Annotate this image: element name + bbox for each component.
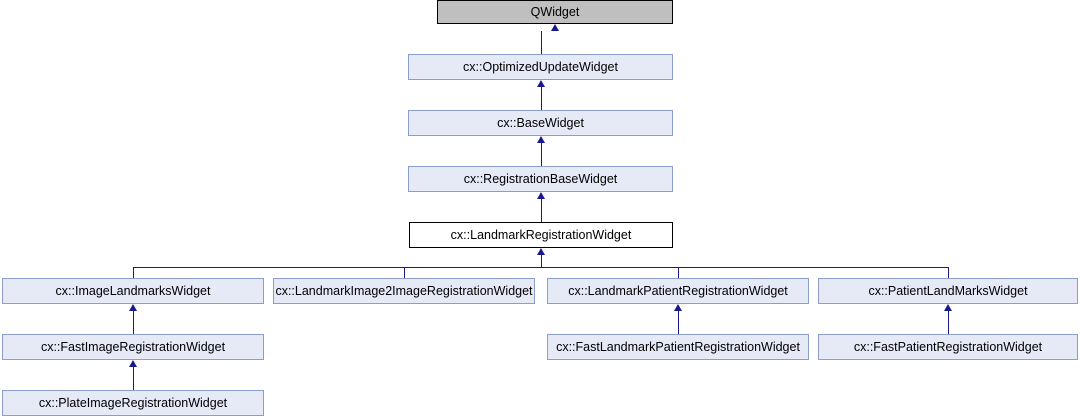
class-node-label: cx::LandmarkPatientRegistrationWidget — [568, 283, 788, 298]
class-node-patientlandmarkswidget[interactable]: cx::PatientLandMarksWidget — [818, 278, 1078, 304]
inheritance-arrow-icon — [674, 304, 682, 311]
class-node-label: cx::PatientLandMarksWidget — [868, 283, 1028, 298]
inheritance-arrow-icon — [537, 136, 545, 143]
class-node-registrationbasewidget[interactable]: cx::RegistrationBaseWidget — [408, 166, 673, 192]
class-node-optimizedupdatewidget[interactable]: cx::OptimizedUpdateWidget — [408, 54, 673, 80]
inheritance-arrow-icon — [551, 24, 559, 31]
inheritance-connector-line — [948, 311, 949, 334]
class-node-fastpatientregistrationwidget[interactable]: cx::FastPatientRegistrationWidget — [818, 334, 1078, 360]
class-node-plateimageregistrationwidget[interactable]: cx::PlateImageRegistrationWidget — [2, 390, 264, 416]
inheritance-arrow-icon — [537, 192, 545, 199]
inheritance-connector-line — [133, 267, 134, 278]
class-node-label: cx::PlateImageRegistrationWidget — [38, 395, 228, 410]
inheritance-arrow-icon — [537, 248, 545, 255]
class-node-basewidget[interactable]: cx::BaseWidget — [408, 110, 673, 136]
inheritance-connector-line — [541, 31, 542, 54]
inheritance-connector-line — [678, 267, 679, 278]
inheritance-arrow-icon — [129, 360, 137, 367]
inheritance-connector-line — [541, 199, 542, 222]
class-node-label: cx::OptimizedUpdateWidget — [463, 59, 618, 74]
class-node-label: cx::LandmarkImage2ImageRegistrationWidge… — [275, 283, 533, 298]
class-node-landmarkimage2imageregistrationwidget[interactable]: cx::LandmarkImage2ImageRegistrationWidge… — [273, 278, 535, 304]
inheritance-connector-line — [133, 367, 134, 390]
inheritance-arrow-icon — [129, 304, 137, 311]
class-node-fastimageregistrationwidget[interactable]: cx::FastImageRegistrationWidget — [2, 334, 264, 360]
inheritance-arrow-icon — [944, 304, 952, 311]
class-node-label: QWidget — [530, 4, 580, 19]
inheritance-arrow-icon — [537, 80, 545, 87]
class-node-qwidget[interactable]: QWidget — [437, 0, 673, 24]
class-node-landmarkpatientregistrationwidget[interactable]: cx::LandmarkPatientRegistrationWidget — [547, 278, 809, 304]
class-node-label: cx::RegistrationBaseWidget — [463, 171, 618, 186]
inheritance-connector-line — [948, 267, 949, 278]
inheritance-connector-line — [133, 267, 948, 268]
class-node-label: cx::ImageLandmarksWidget — [55, 283, 211, 298]
class-node-label: cx::FastLandmarkPatientRegistrationWidge… — [556, 339, 800, 354]
class-node-fastlandmarkpatientregistrationwidget[interactable]: cx::FastLandmarkPatientRegistrationWidge… — [547, 334, 809, 360]
inheritance-connector-line — [541, 143, 542, 166]
class-node-label: cx::LandmarkRegistrationWidget — [450, 227, 632, 242]
inheritance-connector-line — [404, 267, 405, 278]
inheritance-connector-line — [541, 87, 542, 110]
class-node-landmarkregistrationwidget[interactable]: cx::LandmarkRegistrationWidget — [409, 222, 673, 248]
class-node-label: cx::FastPatientRegistrationWidget — [853, 339, 1043, 354]
class-node-imagelandmarkswidget[interactable]: cx::ImageLandmarksWidget — [2, 278, 264, 304]
class-node-label: cx::FastImageRegistrationWidget — [40, 339, 226, 354]
inheritance-connector-line — [678, 311, 679, 334]
class-node-label: cx::BaseWidget — [497, 115, 584, 130]
inheritance-connector-line — [541, 255, 542, 267]
inheritance-connector-line — [133, 311, 134, 334]
